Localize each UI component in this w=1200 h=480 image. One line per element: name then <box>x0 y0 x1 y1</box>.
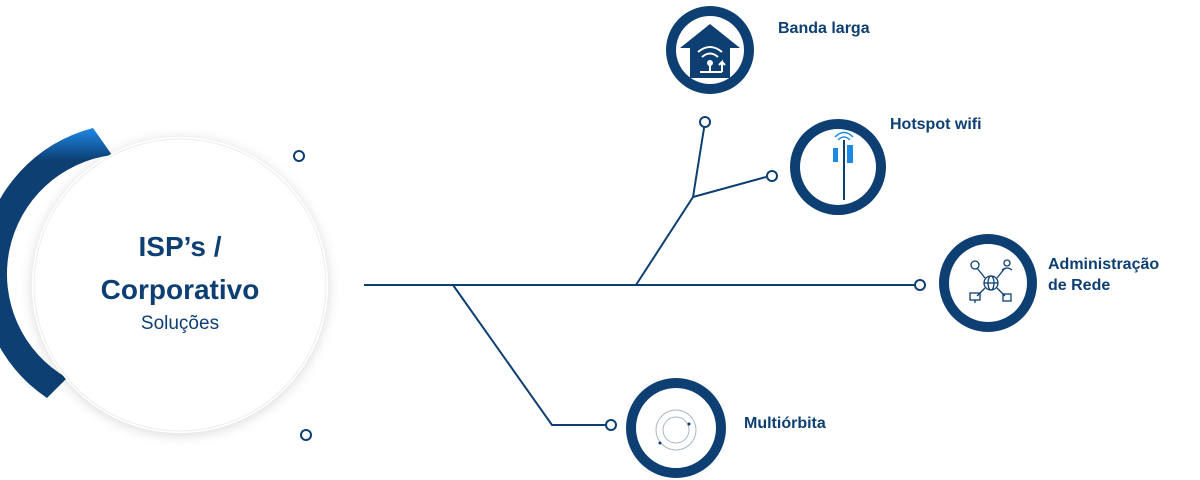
hub-subtitle: Soluções <box>140 313 220 334</box>
node-multiorbita[interactable] <box>626 378 726 478</box>
hub-title-line1: ISP’s / <box>138 231 222 262</box>
network-admin-icon <box>969 259 1013 303</box>
connector-lines <box>364 121 914 426</box>
connector-dot-admin <box>914 279 926 291</box>
decor-dot-top <box>293 150 305 162</box>
house-wifi-icon <box>680 24 740 78</box>
node-banda-larga[interactable] <box>666 6 754 94</box>
connector-dot-hotspot <box>766 170 778 182</box>
decor-dot-bottom <box>300 429 312 441</box>
orbit-icon <box>655 409 697 451</box>
connector-dot-multiorbita <box>605 419 617 431</box>
label-administracao-line2[interactable]: de Rede <box>1048 277 1111 294</box>
hub-accent-arc <box>0 128 112 398</box>
wifi-tower-icon <box>833 131 854 200</box>
label-administracao-line1[interactable]: Administração <box>1048 256 1160 273</box>
node-hotspot-wifi[interactable] <box>790 119 886 215</box>
label-banda-larga[interactable]: Banda larga <box>778 20 870 37</box>
label-multiorbita[interactable]: Multiórbita <box>744 415 826 432</box>
node-administracao-de-rede[interactable] <box>939 234 1037 332</box>
label-hotspot-wifi[interactable]: Hotspot wifi <box>890 116 982 133</box>
connector-dot-banda-larga <box>699 116 711 128</box>
hub-title-line2: Corporativo <box>100 274 260 305</box>
